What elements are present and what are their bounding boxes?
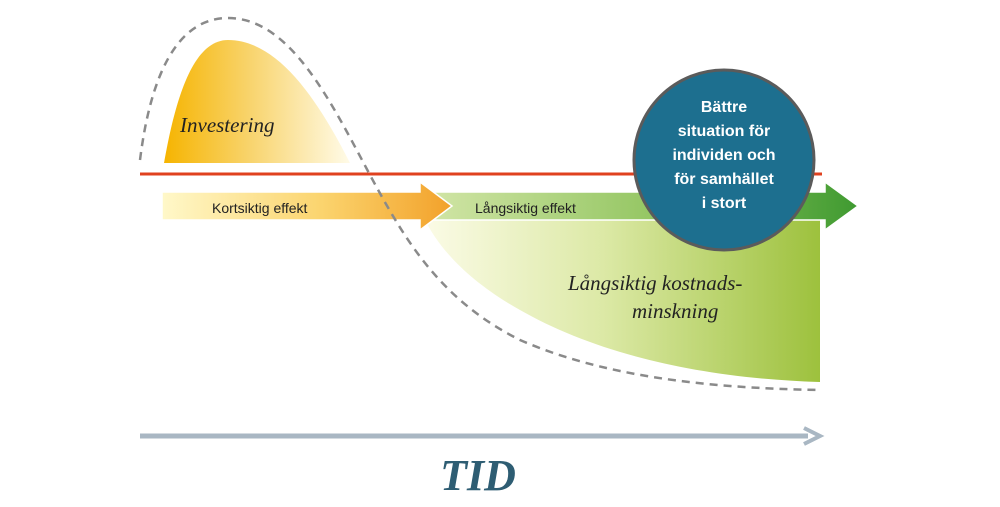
investment-label: Investering <box>179 113 274 137</box>
outcome-circle <box>632 68 816 252</box>
cost-reduction-label-line1: Långsiktig kostnads- <box>567 271 742 295</box>
outcome-text: Bättre situation för individen och för s… <box>672 99 775 212</box>
outcome-line-5: i stort <box>702 195 747 212</box>
time-axis-label: TID <box>440 451 516 500</box>
outcome-line-4: för samhället <box>674 171 774 188</box>
long-term-effect-label: Långsiktig effekt <box>475 200 576 216</box>
investment-area <box>164 40 350 163</box>
short-term-effect-label: Kortsiktig effekt <box>212 200 308 216</box>
outcome-line-1: Bättre <box>701 99 747 116</box>
cost-reduction-area <box>425 220 820 382</box>
dashed-cost-curve <box>138 16 821 392</box>
outcome-line-3: individen och <box>672 147 775 164</box>
cost-reduction-label-line2: minskning <box>632 299 718 323</box>
time-axis-arrowhead <box>803 426 825 446</box>
outcome-line-2: situation för <box>678 123 770 140</box>
